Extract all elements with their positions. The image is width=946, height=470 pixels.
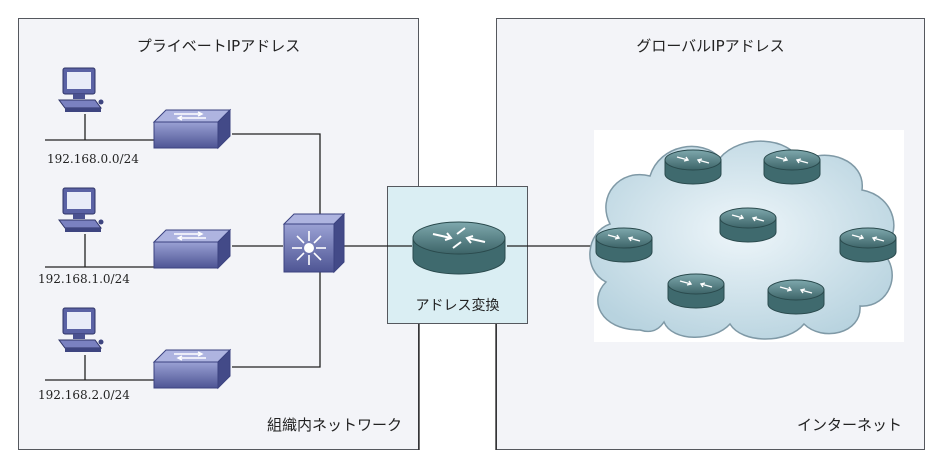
subnet-label: 192.168.2.0/24 (38, 388, 130, 402)
router-icon (664, 149, 722, 185)
subnet-label: 192.168.0.0/24 (47, 152, 139, 166)
pc-icon (58, 307, 104, 353)
router-icon (839, 227, 897, 263)
pc-icon (58, 187, 104, 233)
nat-label: アドレス変換 (415, 298, 500, 314)
internet-label: インターネット (796, 416, 902, 434)
uplink-line (232, 133, 321, 224)
global-ip-title: グローバルIPアドレス (636, 37, 785, 55)
switch-icon (153, 349, 231, 389)
router-icon (412, 221, 506, 275)
router-icon (767, 279, 825, 315)
subnet-label: 192.168.1.0/24 (38, 272, 130, 286)
private-ip-title: プライベートIPアドレス (136, 37, 301, 55)
router-icon (667, 273, 725, 309)
pc-icon (58, 67, 104, 113)
uplink-line (232, 270, 321, 368)
switch-icon (153, 109, 231, 149)
internal-network-label: 組織内ネットワーク (266, 416, 402, 434)
router-icon (719, 207, 777, 243)
router-icon (763, 149, 821, 185)
multilayer-switch-icon (283, 213, 345, 273)
switch-icon (153, 229, 231, 269)
router-icon (595, 227, 653, 263)
